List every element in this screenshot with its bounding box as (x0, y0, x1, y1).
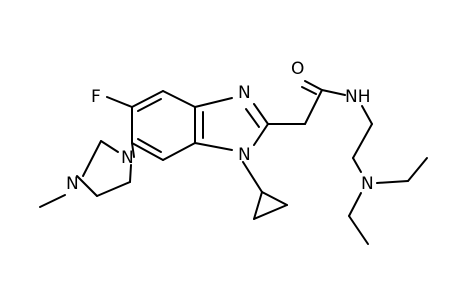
bond (82, 140, 102, 177)
bond (253, 191, 263, 220)
bond (245, 108, 260, 128)
bond (261, 191, 288, 206)
bond (162, 142, 196, 161)
bond (407, 157, 428, 182)
bond (137, 138, 162, 153)
imine-nitrogen-label: N (238, 83, 251, 103)
carbonyl-oxygen-label: O (291, 59, 304, 79)
bond (131, 142, 135, 158)
bond (39, 194, 66, 208)
bond (348, 192, 362, 217)
bond (304, 80, 323, 91)
bond (301, 86, 317, 95)
bond (348, 215, 369, 245)
bond (106, 96, 133, 108)
bond (76, 175, 98, 197)
bond (131, 142, 164, 161)
bond (129, 164, 132, 183)
piperazine-n1-label: N (121, 148, 134, 168)
bond (376, 180, 409, 184)
bond (352, 123, 373, 159)
atom-labels: F N O NH N N N N (66, 59, 374, 194)
bond (162, 90, 196, 108)
bond (253, 103, 269, 125)
bond (253, 123, 269, 146)
fluorine-label: F (91, 87, 101, 107)
bond (137, 98, 162, 112)
piperazine-n4-label: N (66, 174, 79, 194)
bond (194, 97, 233, 108)
bonds (39, 80, 428, 245)
amide-nh-label: NH (345, 87, 371, 107)
bond (321, 89, 346, 96)
bond (242, 161, 263, 193)
bond (131, 90, 164, 108)
bond (96, 181, 131, 197)
bond (361, 105, 373, 125)
bond (100, 140, 119, 153)
bond (352, 157, 362, 173)
bond (194, 142, 233, 151)
bond (253, 204, 288, 220)
bond (304, 89, 323, 125)
n1-nitrogen-label: N (238, 145, 251, 165)
diethylamine-nitrogen-label: N (361, 174, 374, 194)
